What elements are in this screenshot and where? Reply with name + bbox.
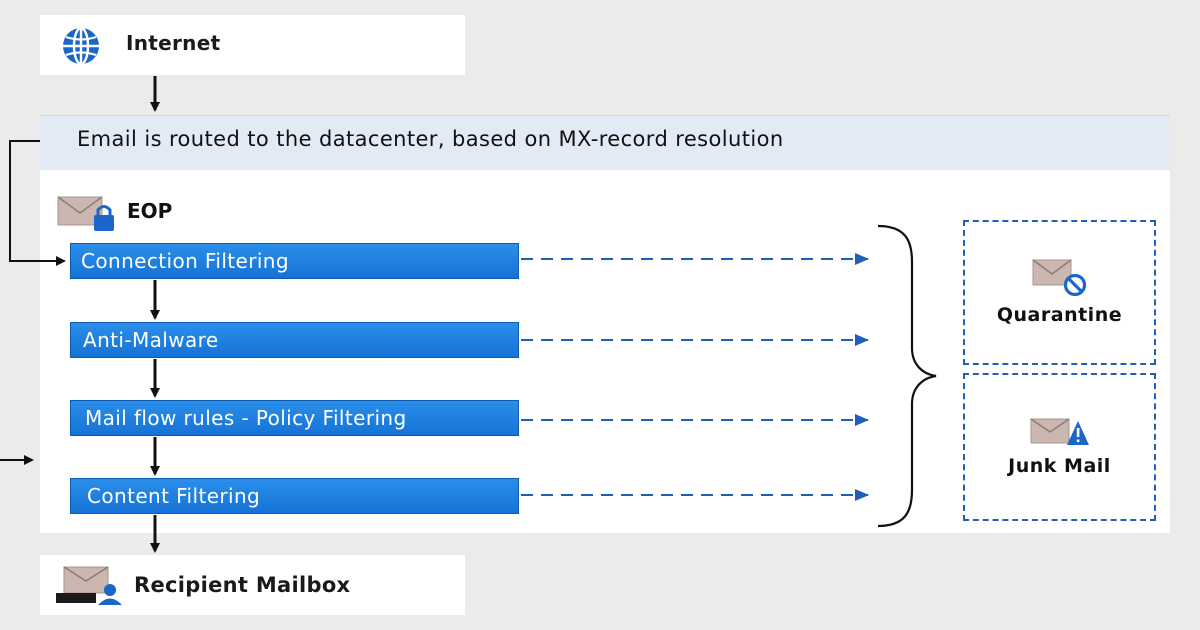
globe-icon [63, 26, 99, 66]
recipient-mailbox-node: Recipient Mailbox [40, 555, 465, 615]
quarantine-label: Quarantine [996, 304, 1123, 326]
mail-blocked-icon [1032, 259, 1087, 297]
anti-malware-box: Anti-Malware [70, 322, 519, 358]
mail-lock-icon [57, 196, 114, 231]
internet-label: Internet [126, 31, 221, 55]
content-filtering-box: Content Filtering [70, 478, 519, 514]
quarantine-box: Quarantine [963, 220, 1156, 365]
connection-filtering-box: Connection Filtering [70, 243, 519, 279]
mail-warning-icon [1030, 418, 1089, 445]
routing-banner: Email is routed to the datacenter, based… [40, 115, 1170, 171]
junk-mail-label: Junk Mail [1008, 455, 1111, 477]
mail-flow-rules-box: Mail flow rules - Policy Filtering [70, 400, 519, 436]
junk-mail-box: Junk Mail [963, 373, 1156, 521]
recipient-mailbox-label: Recipient Mailbox [134, 573, 351, 597]
internet-node: Internet [40, 15, 465, 75]
eop-label: EOP [127, 199, 173, 223]
routing-text: Email is routed to the datacenter, based… [77, 127, 784, 151]
mailbox-user-icon [56, 566, 122, 605]
